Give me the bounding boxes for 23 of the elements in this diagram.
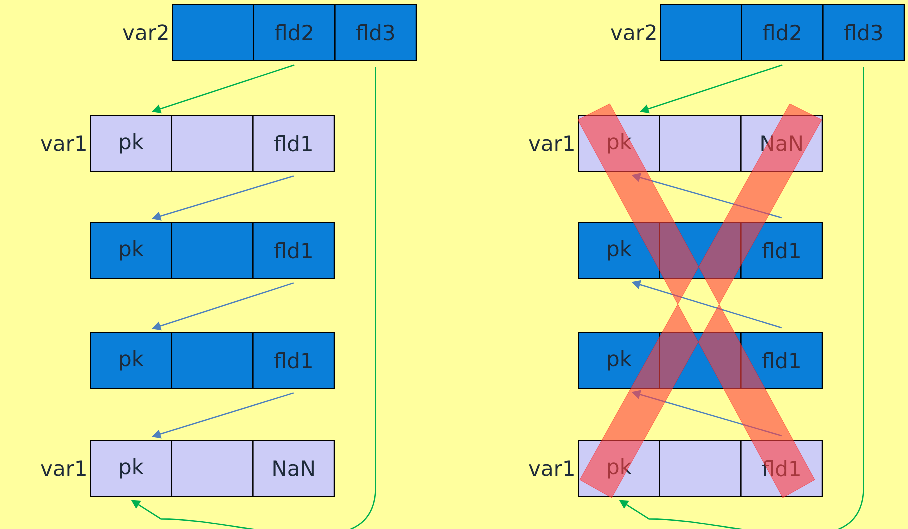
- table-cell: pk: [90, 115, 172, 172]
- variable-label: var2: [611, 24, 656, 41]
- table-cell: fld1: [252, 115, 336, 172]
- variable-label: var1: [529, 136, 574, 152]
- table-cell: pk: [578, 332, 660, 390]
- table-cell: fld3: [334, 4, 418, 62]
- table-cell: fld1: [740, 332, 824, 390]
- table-cell: pk: [90, 440, 172, 498]
- table-cell: fld1: [252, 332, 336, 390]
- table-cell: NaN: [252, 440, 336, 498]
- variable-label: var1: [41, 460, 86, 476]
- table-cell: pk: [90, 332, 172, 390]
- table-cell: fld3: [822, 4, 906, 62]
- table-cell: fld1: [740, 222, 824, 280]
- table-cell: fld1: [252, 222, 336, 280]
- variable-label: var1: [529, 460, 574, 476]
- table-cell: pk: [90, 222, 172, 280]
- table-cell: fld2: [253, 4, 336, 62]
- table-cell: pk: [578, 222, 660, 280]
- variable-label: var1: [41, 136, 86, 152]
- table-cell: fld2: [741, 4, 824, 62]
- variable-label: var2: [123, 24, 168, 41]
- table-cell: pk: [578, 115, 660, 172]
